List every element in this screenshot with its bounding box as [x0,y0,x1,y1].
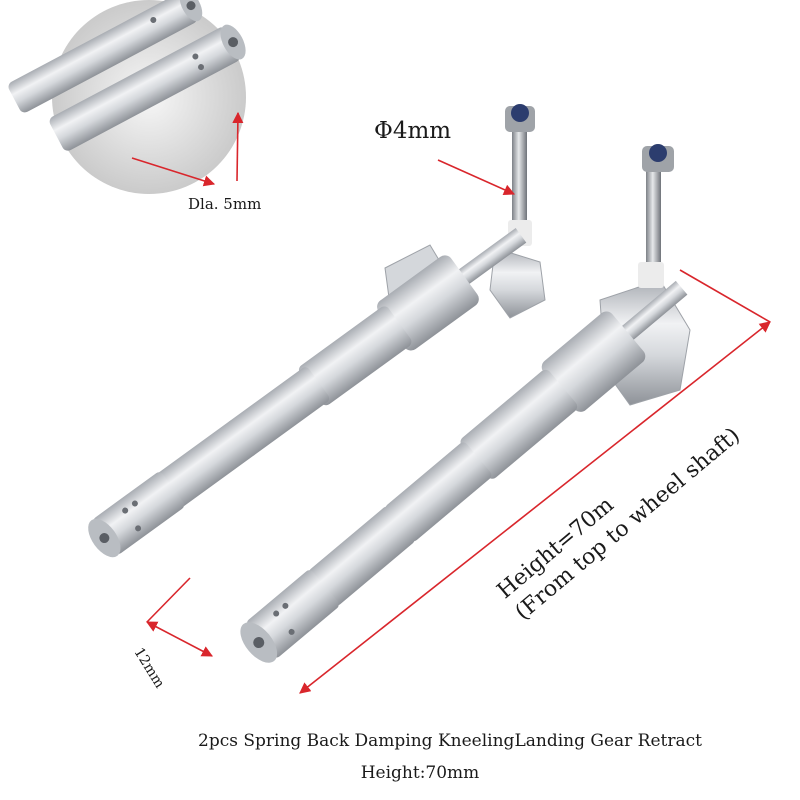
arrow-height-tick [679,269,771,323]
detail-inset [8,0,246,194]
bolt-diameter-label: Φ4mm [374,118,452,144]
arrow-tube [146,621,213,657]
arrow-height [299,321,771,694]
product-title: 2pcs Spring Back Damping KneelingLanding… [198,731,702,751]
dimension-arrows [131,111,771,694]
hole-diameter-label: Dla. 5mm [188,195,262,213]
arrow-hole-b [232,111,244,182]
product-subtitle: Height:70mm [360,763,480,783]
arrow-tube-ext [146,577,191,623]
arrow-hole-a [131,157,216,187]
arrow-bolt [437,159,516,195]
